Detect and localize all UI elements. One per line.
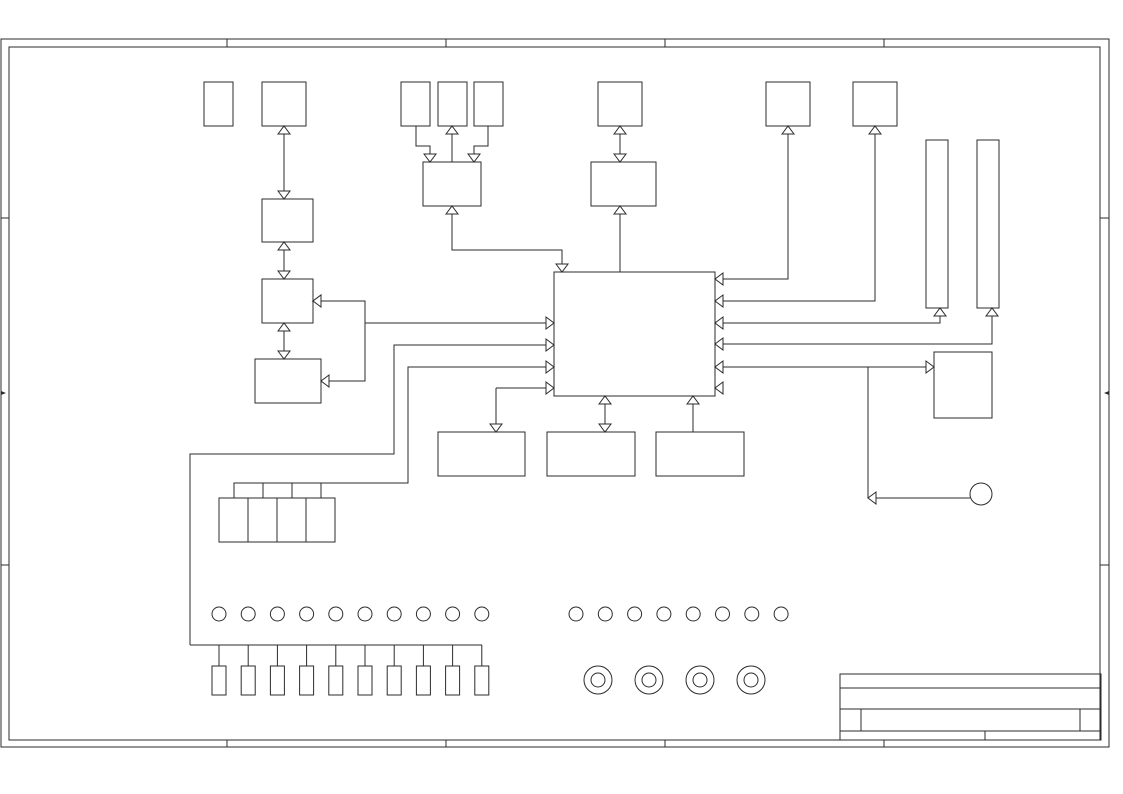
indicator-right-1: [568, 606, 584, 622]
link-central-bottom2: [598, 395, 612, 433]
arrow-central-bottom-right: [714, 381, 724, 395]
bottom-box-1: [437, 431, 526, 477]
link-leftboxes-central: [311, 294, 555, 388]
link-top2-midleft: [277, 125, 291, 200]
top-box-4: [437, 81, 468, 127]
slot-2: [976, 139, 1000, 309]
top-box-6: [597, 81, 643, 127]
bottom-box-2: [546, 431, 636, 477]
link-top6-midright: [613, 125, 627, 163]
link-central-rightbox: [714, 360, 935, 374]
switch-row: [190, 644, 490, 696]
switch-2: [240, 665, 256, 696]
top-box-7: [765, 81, 811, 127]
switch-3: [269, 665, 285, 696]
mux-box: [422, 161, 482, 207]
left-box-a: [261, 278, 314, 324]
jack-inner-1: [590, 672, 606, 688]
link-central-midright: [613, 205, 627, 272]
indicator-right-6: [715, 606, 730, 622]
mid-box-right: [590, 161, 657, 207]
jack-inner-3: [692, 672, 708, 688]
indicator-left-4: [299, 606, 315, 622]
indicator-row-right: [568, 606, 789, 622]
switch-4: [299, 665, 315, 696]
indicator-left-2: [240, 606, 256, 622]
top-box-2: [261, 81, 307, 127]
link-lefta-leftb: [277, 322, 291, 360]
top-box-8: [852, 81, 898, 127]
indicator-right-7: [744, 606, 760, 622]
link-central-bottom1: [489, 388, 503, 433]
jack-inner-4: [743, 672, 759, 688]
connector-circle: [969, 482, 993, 506]
indicator-right-2: [597, 606, 613, 622]
small-box-4: [305, 497, 336, 543]
indicator-left-7: [386, 606, 402, 622]
small-box-3: [276, 497, 307, 543]
slot-1: [925, 139, 949, 309]
link-bus-central-1: [189, 338, 555, 645]
switch-10: [474, 665, 490, 696]
left-box-b: [254, 358, 322, 404]
switch-6: [357, 665, 373, 696]
mid-box-left: [261, 198, 314, 243]
link-top8-central: [714, 125, 882, 308]
link-central-bus-3: [496, 381, 555, 395]
links-top345-mux: [415, 125, 489, 163]
link-bus-central-2: [233, 360, 555, 498]
indicator-right-8: [773, 606, 789, 622]
top-box-5: [473, 81, 504, 127]
top-box-1: [203, 81, 234, 127]
indicator-row-left: [211, 606, 490, 622]
indicator-right-5: [685, 606, 701, 622]
title-block: [839, 673, 1102, 741]
switch-1: [211, 665, 227, 696]
switch-8: [415, 665, 431, 696]
switch-9: [445, 665, 461, 696]
switch-5: [328, 665, 344, 696]
link-bottom3-central: [686, 395, 700, 432]
indicator-left-5: [328, 606, 344, 622]
small-box-2: [247, 497, 278, 543]
indicator-left-6: [357, 606, 373, 622]
indicator-left-1: [211, 606, 227, 622]
indicator-right-3: [627, 606, 643, 622]
indicator-left-9: [445, 606, 461, 622]
link-top7-central: [714, 125, 795, 286]
jack-row: [583, 665, 766, 695]
top-box-3: [400, 81, 431, 127]
sheet-frame: [0, 38, 1110, 748]
link-slot1-central: [714, 307, 947, 330]
central-box: [553, 271, 716, 397]
link-slot2-central: [714, 307, 999, 351]
indicator-left-8: [415, 606, 431, 622]
switch-7: [386, 665, 402, 696]
indicator-left-3: [269, 606, 285, 622]
link-mux-central: [445, 205, 569, 273]
bottom-box-3: [655, 431, 745, 477]
right-box: [933, 351, 993, 419]
indicator-right-4: [656, 606, 672, 622]
link-midleft-lefta: [277, 241, 291, 280]
jack-inner-2: [641, 672, 657, 688]
small-box-1: [218, 497, 249, 543]
indicator-left-10: [474, 606, 490, 622]
link-connector: [867, 367, 970, 505]
